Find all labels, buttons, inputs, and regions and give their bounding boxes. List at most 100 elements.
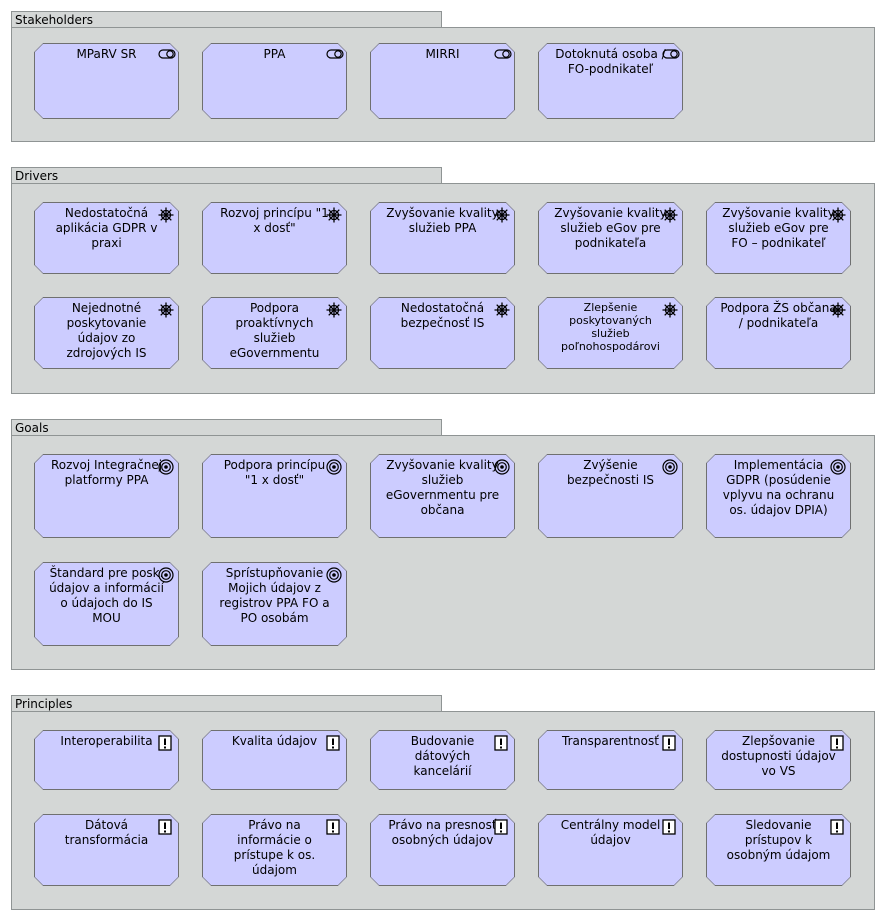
principles-element[interactable]: Transparentnosť bbox=[538, 730, 683, 790]
element-label: MPaRV SR bbox=[76, 47, 137, 61]
group-label-drivers: Drivers bbox=[11, 167, 442, 184]
goal-icon bbox=[830, 459, 846, 475]
element-label: Interoperabilita bbox=[60, 734, 153, 748]
element-label: Zvyšovanie kvality služieb eGovernmentu … bbox=[385, 458, 500, 517]
driver-icon bbox=[326, 207, 342, 223]
element-fill bbox=[203, 298, 346, 368]
goals-element[interactable]: Štandard pre posk. údajov a informácií o… bbox=[34, 562, 179, 646]
element-label: Právo na informácie o prístupe k os. úda… bbox=[233, 818, 316, 877]
element-label: Implementácia GDPR (posúdenie vplyvu na … bbox=[722, 458, 835, 517]
element-label: Nedostatočná aplikácia GDPR v praxi bbox=[55, 206, 158, 250]
goals-element[interactable]: Zvýšenie bezpečnosti IS bbox=[538, 454, 683, 538]
element-fill bbox=[371, 298, 514, 368]
element-label: Zlepšovanie dostupnosti údajov vo VS bbox=[721, 734, 836, 778]
driver-icon bbox=[494, 302, 510, 318]
element-fill bbox=[707, 731, 850, 789]
goal-icon bbox=[326, 459, 342, 475]
goal-icon bbox=[326, 567, 342, 583]
element-fill bbox=[203, 731, 346, 789]
drivers-element[interactable]: Nejednotné poskytovanie údajov zo zdrojo… bbox=[34, 297, 179, 369]
element-fill bbox=[539, 731, 682, 789]
element-fill bbox=[371, 731, 514, 789]
element-label: Rozvoj princípu "1 x dosť" bbox=[220, 206, 329, 235]
driver-icon bbox=[326, 302, 342, 318]
stakeholder-icon bbox=[662, 48, 678, 64]
driver-icon bbox=[662, 302, 678, 318]
principle-icon bbox=[494, 735, 510, 751]
element-fill bbox=[707, 298, 850, 368]
element-fill bbox=[203, 455, 346, 537]
element-label: Sledovanie prístupov k osobným údajom bbox=[726, 818, 831, 862]
element-fill bbox=[203, 203, 346, 273]
goals-element[interactable]: Podpora princípu "1 x dosť" bbox=[202, 454, 347, 538]
goals-element[interactable]: Sprístupňovanie Mojich údajov z registro… bbox=[202, 562, 347, 646]
principles-element[interactable]: Právo na presnosť osobných údajov bbox=[370, 814, 515, 886]
element-label: Centrálny model údajov bbox=[560, 818, 661, 847]
principles-element[interactable]: Právo na informácie o prístupe k os. úda… bbox=[202, 814, 347, 886]
element-label: Kvalita údajov bbox=[231, 734, 318, 748]
element-label: Zvyšovanie kvality služieb eGov pre FO –… bbox=[722, 206, 835, 250]
goals-element[interactable]: Rozvoj Integračnej platformy PPA bbox=[34, 454, 179, 538]
principles-element[interactable]: Kvalita údajov bbox=[202, 730, 347, 790]
stakeholders-element[interactable]: MIRRI bbox=[370, 43, 515, 119]
principle-icon bbox=[494, 819, 510, 835]
element-fill bbox=[35, 563, 178, 645]
element-label: Nedostatočná bezpečnosť IS bbox=[400, 301, 485, 330]
group-label-goals: Goals bbox=[11, 419, 442, 436]
element-label: MIRRI bbox=[425, 47, 460, 61]
driver-icon bbox=[494, 207, 510, 223]
element-label: Dátová transformácia bbox=[64, 818, 149, 847]
stakeholders-element[interactable]: Dotoknutá osoba / FO-podnikateľ bbox=[538, 43, 683, 119]
goal-icon bbox=[662, 459, 678, 475]
element-label: Zvýšenie bezpečnosti IS bbox=[566, 458, 655, 487]
driver-icon bbox=[158, 207, 174, 223]
principles-element[interactable]: Sledovanie prístupov k osobným údajom bbox=[706, 814, 851, 886]
element-fill bbox=[35, 203, 178, 273]
drivers-element[interactable]: Zvyšovanie kvality služieb eGov pre FO –… bbox=[706, 202, 851, 274]
driver-icon bbox=[830, 207, 846, 223]
element-fill bbox=[35, 731, 178, 789]
drivers-element[interactable]: Zlepšenie poskytovaných služieb poľnohos… bbox=[538, 297, 683, 369]
element-fill bbox=[371, 203, 514, 273]
principles-element[interactable]: Interoperabilita bbox=[34, 730, 179, 790]
goals-element[interactable]: Zvyšovanie kvality služieb eGovernmentu … bbox=[370, 454, 515, 538]
principles-element[interactable]: Budovanie dátových kancelárií bbox=[370, 730, 515, 790]
element-label: PPA bbox=[263, 47, 286, 61]
principle-icon bbox=[830, 735, 846, 751]
driver-icon bbox=[830, 302, 846, 318]
drivers-element[interactable]: Zvyšovanie kvality služieb eGov pre podn… bbox=[538, 202, 683, 274]
element-label: Dotoknutá osoba / FO-podnikateľ bbox=[555, 47, 666, 76]
drivers-element[interactable]: Podpora proaktívnych služieb eGovernment… bbox=[202, 297, 347, 369]
stakeholder-icon bbox=[326, 48, 342, 64]
stakeholders-element[interactable]: MPaRV SR bbox=[34, 43, 179, 119]
principles-element[interactable]: Dátová transformácia bbox=[34, 814, 179, 886]
goals-element[interactable]: Implementácia GDPR (posúdenie vplyvu na … bbox=[706, 454, 851, 538]
element-label: Štandard pre posk. údajov a informácií o… bbox=[49, 566, 164, 625]
drivers-element[interactable]: Podpora ŽS občana / podnikateľa bbox=[706, 297, 851, 369]
stakeholder-icon bbox=[494, 48, 510, 64]
element-fill bbox=[203, 44, 346, 118]
element-fill bbox=[539, 298, 682, 368]
element-label: Podpora proaktívnych služieb eGovernment… bbox=[229, 301, 320, 360]
element-label: Zlepšenie poskytovaných služieb poľnohos… bbox=[561, 301, 660, 353]
drivers-element[interactable]: Nedostatočná aplikácia GDPR v praxi bbox=[34, 202, 179, 274]
driver-icon bbox=[158, 302, 174, 318]
element-label: Sprístupňovanie Mojich údajov z registro… bbox=[219, 566, 330, 625]
drivers-element[interactable]: Rozvoj princípu "1 x dosť" bbox=[202, 202, 347, 274]
stakeholders-element[interactable]: PPA bbox=[202, 43, 347, 119]
drivers-element[interactable]: Zvyšovanie kvality služieb PPA bbox=[370, 202, 515, 274]
element-label: Transparentnosť bbox=[562, 734, 659, 748]
principles-element[interactable]: Zlepšovanie dostupnosti údajov vo VS bbox=[706, 730, 851, 790]
element-fill bbox=[539, 44, 682, 118]
group-label-stakeholders: Stakeholders bbox=[11, 11, 442, 28]
principle-icon bbox=[326, 819, 342, 835]
principle-icon bbox=[662, 819, 678, 835]
goal-icon bbox=[494, 459, 510, 475]
goal-icon bbox=[158, 459, 174, 475]
element-label: Právo na presnosť osobných údajov bbox=[388, 818, 497, 847]
element-fill bbox=[35, 815, 178, 885]
element-label: Podpora ŽS občana / podnikateľa bbox=[720, 301, 837, 330]
drivers-element[interactable]: Nedostatočná bezpečnosť IS bbox=[370, 297, 515, 369]
principles-element[interactable]: Centrálny model údajov bbox=[538, 814, 683, 886]
element-fill bbox=[371, 815, 514, 885]
